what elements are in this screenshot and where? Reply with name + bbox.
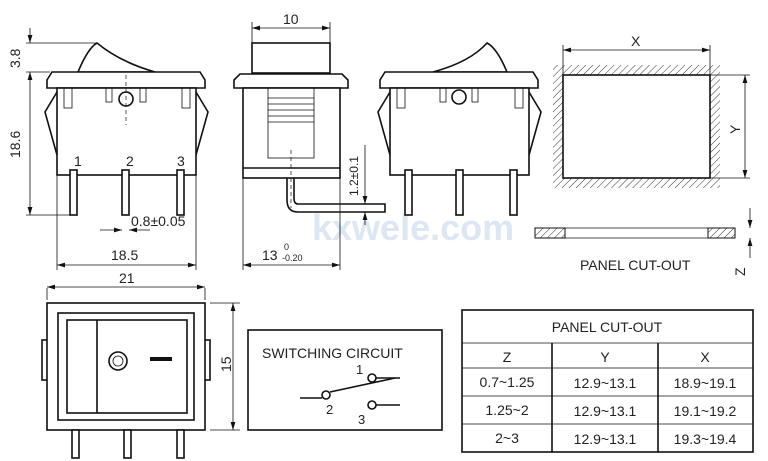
dim-body-depth-tol-upper: 0 — [284, 242, 289, 252]
circuit-terminal-3: 3 — [358, 412, 365, 427]
table-row: 0.7~1.25 12.9~13.1 18.9~19.1 — [480, 374, 737, 391]
dim-pin-thickness: 1.2±0.1 — [347, 156, 361, 196]
front-view: 1 2 3 3.8 18.6 0.8±0.05 18.5 — [7, 28, 209, 270]
cell-y: 12.9~13.1 — [574, 431, 637, 447]
dim-rocker-height: 3.8 — [7, 48, 23, 68]
panel-cutout-drawing: X Y Z PANEL CUT-OUT — [534, 33, 753, 276]
table-header-x: X — [700, 349, 710, 365]
watermark: kxwele.com — [312, 207, 514, 248]
circuit-title: SWITCHING CIRCUIT — [262, 345, 403, 361]
dim-bottom-height: 15 — [218, 356, 234, 372]
pin-label-1: 1 — [74, 153, 82, 169]
panel-caption: PANEL CUT-OUT — [580, 257, 691, 273]
cell-x: 18.9~19.1 — [674, 375, 737, 391]
table-header-z: Z — [503, 349, 512, 365]
rear-view — [377, 42, 542, 216]
table-title: PANEL CUT-OUT — [552, 319, 663, 335]
cell-z: 2~3 — [495, 430, 519, 446]
panel-z-label: Z — [732, 267, 748, 276]
switching-circuit: SWITCHING CIRCUIT 1 2 3 — [247, 329, 443, 431]
cell-z: 0.7~1.25 — [480, 374, 535, 390]
dim-body-depth-tol-lower: -0.20 — [282, 253, 303, 263]
dim-body-width: 18.5 — [111, 247, 138, 263]
pins — [69, 169, 185, 216]
table-header-y: Y — [600, 349, 610, 365]
dim-pin-width: 0.8±0.05 — [131, 213, 186, 229]
bottom-view: 21 15 — [41, 270, 240, 459]
dim-flange-width: 21 — [119, 270, 135, 286]
cell-z: 1.25~2 — [485, 402, 528, 418]
cell-x: 19.3~19.4 — [674, 431, 737, 447]
pin-label-2: 2 — [126, 153, 134, 169]
panel-y-label: Y — [727, 124, 743, 134]
circuit-terminal-1: 1 — [356, 362, 363, 377]
pin-label-3: 3 — [177, 153, 185, 169]
panel-cutout-table: PANEL CUT-OUT Z Y X 0.7~1.25 12.9~13.1 1… — [461, 309, 754, 453]
table-row: 2~3 12.9~13.1 19.3~19.4 — [495, 430, 736, 447]
cell-x: 19.1~19.2 — [674, 403, 737, 419]
dim-button-width: 10 — [283, 11, 299, 27]
table-row: 1.25~2 12.9~13.1 19.1~19.2 — [485, 402, 736, 419]
dim-body-depth: 13 — [262, 247, 278, 263]
panel-x-label: X — [631, 33, 641, 49]
circuit-terminal-2: 2 — [326, 402, 333, 417]
cell-y: 12.9~13.1 — [574, 403, 637, 419]
dim-body-height: 18.6 — [7, 131, 23, 158]
side-view: 10 13 0 -0.20 1.2±0.1 — [233, 11, 386, 270]
cell-y: 12.9~13.1 — [574, 375, 637, 391]
